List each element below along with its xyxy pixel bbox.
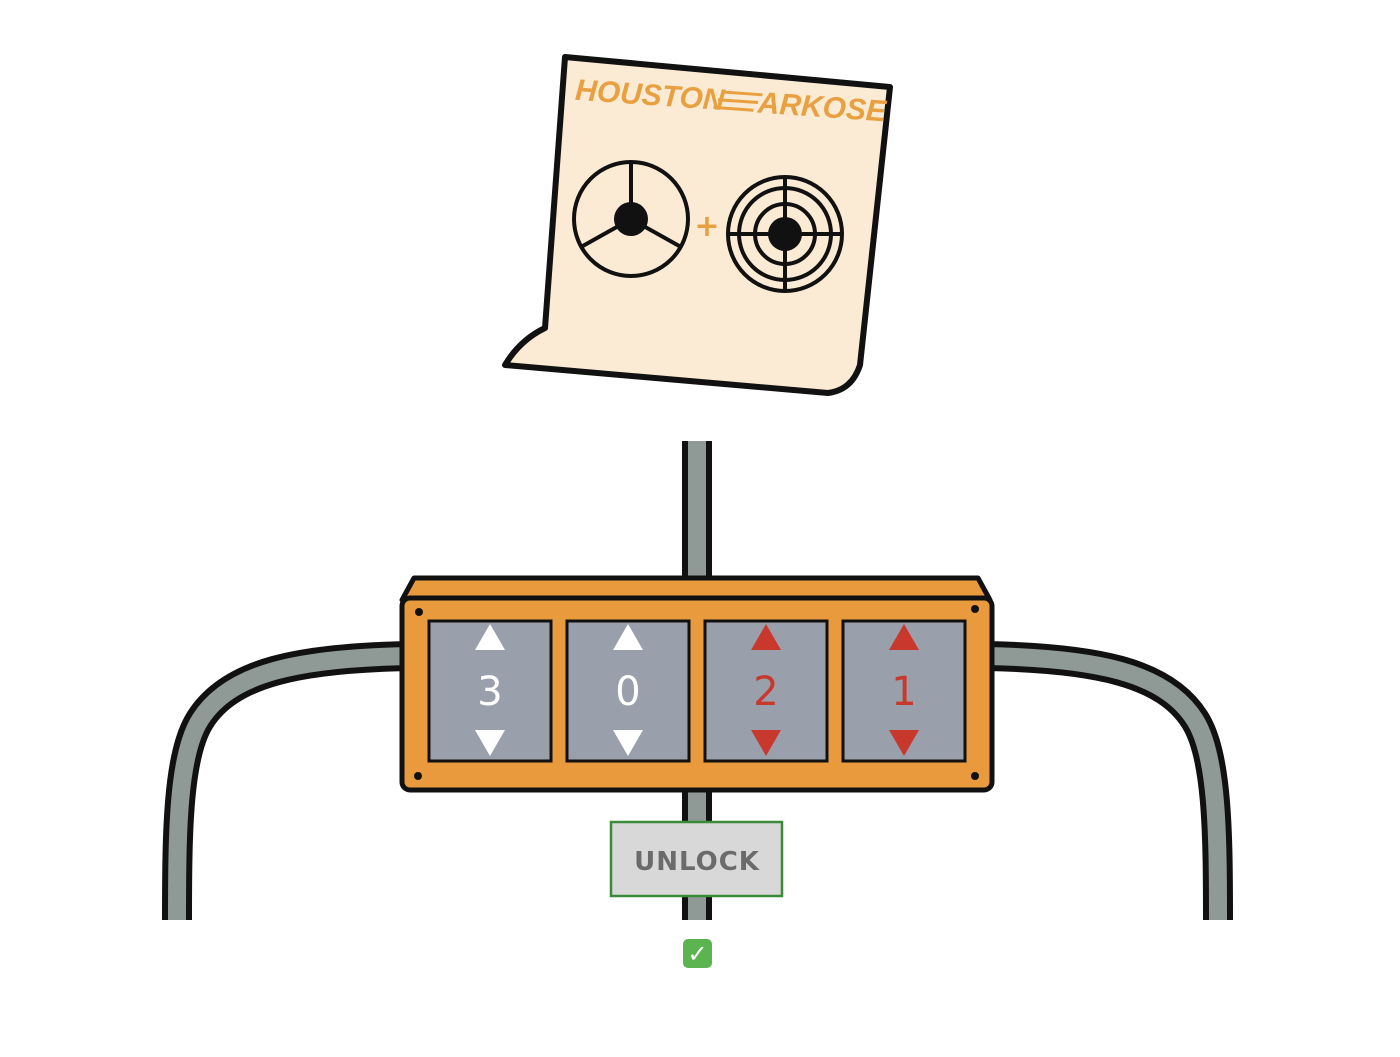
- brand-lines-icon: [713, 90, 763, 112]
- dial-4-up-arrow-icon[interactable]: [889, 624, 919, 650]
- pipes: [162, 441, 1233, 921]
- plus-sign: +: [694, 209, 719, 244]
- lock-dial-1: 3: [427, 619, 553, 763]
- lock-dial-3: 2: [703, 619, 829, 763]
- dial-2-digit: 0: [615, 669, 640, 715]
- three-spoke-wheel-icon: [572, 160, 690, 278]
- unlock-button-label: UNLOCK: [634, 847, 760, 877]
- check-mark-icon: ✓: [683, 939, 712, 968]
- dial-4-down-arrow-icon[interactable]: [889, 730, 919, 756]
- svg-text:✓: ✓: [687, 940, 707, 968]
- dial-3-up-arrow-icon[interactable]: [751, 624, 781, 650]
- dial-1-down-arrow-icon[interactable]: [475, 730, 505, 756]
- dial-1-up-arrow-icon[interactable]: [475, 624, 505, 650]
- combination-lock: 3 0 2 1: [399, 575, 995, 793]
- lock-dial-4: 1: [841, 619, 967, 763]
- dial-1-digit: 3: [477, 669, 502, 715]
- dial-4-digit: 1: [891, 669, 916, 715]
- dial-2-down-arrow-icon[interactable]: [613, 730, 643, 756]
- target-crosshair-icon: [726, 175, 844, 293]
- unlock-button[interactable]: UNLOCK: [609, 820, 784, 898]
- dial-2-up-arrow-icon[interactable]: [613, 624, 643, 650]
- clue-note: HOUSTON ARKOSE +: [502, 54, 893, 396]
- lock-dial-2: 0: [565, 619, 691, 763]
- dial-3-down-arrow-icon[interactable]: [751, 730, 781, 756]
- dial-3-digit: 2: [753, 669, 778, 715]
